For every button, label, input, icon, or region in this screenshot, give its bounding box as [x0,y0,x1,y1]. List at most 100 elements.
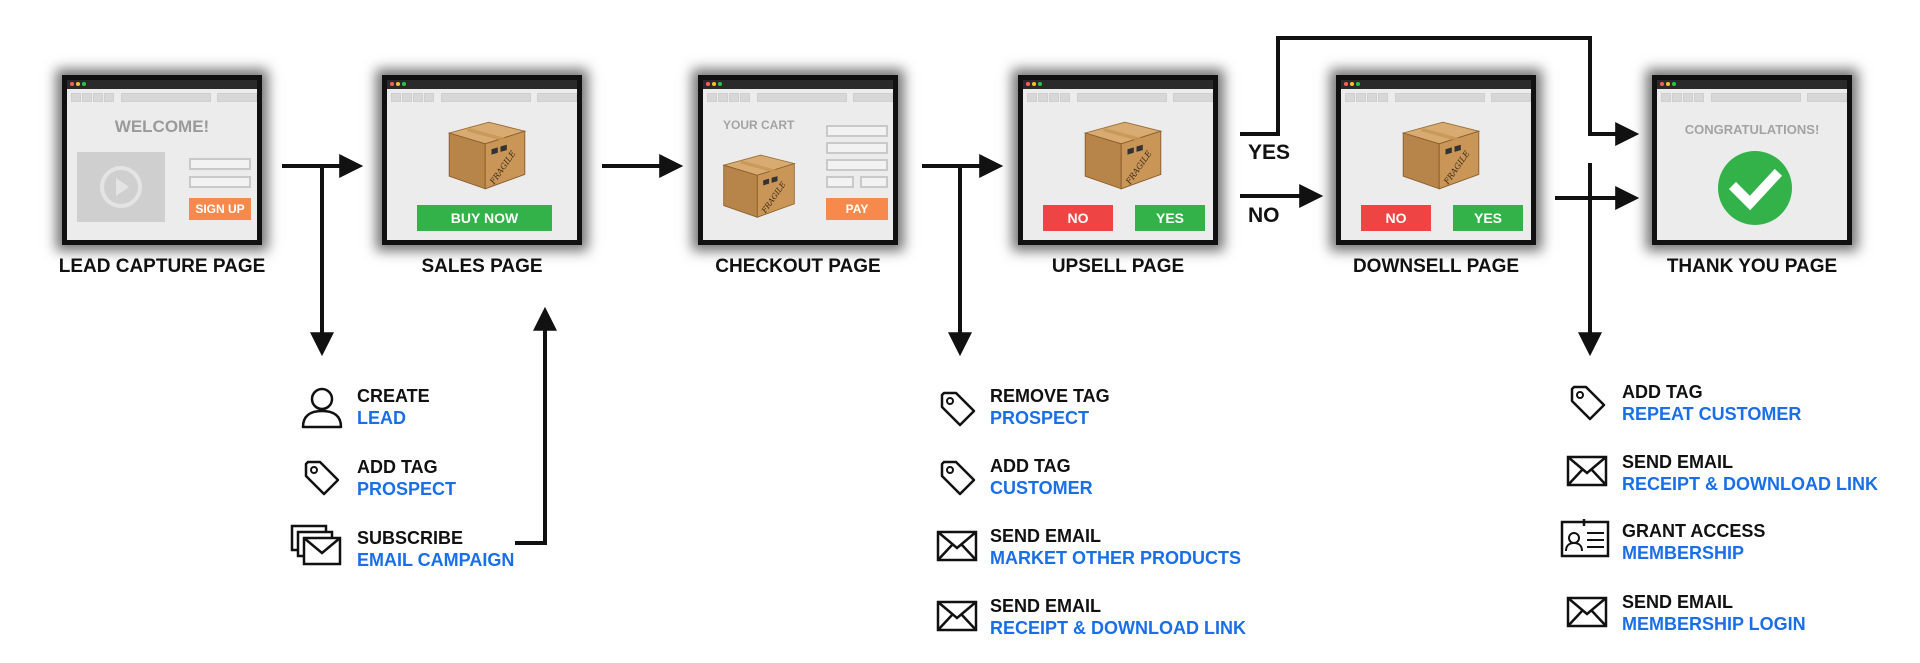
window-dot-red [70,82,74,86]
buy-now-button[interactable]: BUY NOW [417,205,552,231]
product-box-icon: FRAGILE [1083,121,1163,190]
your-cart-heading: YOUR CART [723,118,795,132]
id-card-icon [1560,519,1610,558]
window-dot-yellow [76,82,80,86]
action-title: ADD TAG [1622,382,1703,402]
action-title: SEND EMAIL [1622,592,1734,612]
mail-icon [936,600,978,632]
tag-icon [304,460,340,496]
arrow-upsell-yes-to-thankyou [1240,36,1640,146]
action-title: REMOVE TAG [990,386,1110,406]
browser-bar [67,80,257,89]
action-title: ADD TAG [357,457,438,477]
action-detail: LEAD [357,408,406,428]
lead-capture-page-thumbnail: WELCOME! SIGN UP [62,75,262,245]
cart-field-1[interactable] [826,125,888,137]
checkmark-icon [1718,151,1792,225]
tag-icon [940,391,976,427]
action-send-email-receipt: SEND EMAIL RECEIPT & DOWNLOAD LINK [990,595,1246,639]
arrow-actions-to-sales [515,306,557,545]
browser-bar [387,80,577,89]
mail-icon [936,530,978,562]
browser-toolbar [707,93,893,102]
upsell-page-label: UPSELL PAGE [1051,256,1185,277]
action-title: ADD TAG [990,456,1071,476]
thank-you-page-thumbnail: CONGRATULATIONS! [1652,75,1852,245]
action-create-lead: CREATE LEAD [357,385,430,429]
browser-bar [1023,80,1213,89]
action-detail: REPEAT CUSTOMER [1622,404,1802,424]
cart-field-4b[interactable] [860,176,888,188]
action-send-email-membership-login: SEND EMAIL MEMBERSHIP LOGIN [1622,591,1806,635]
name-field[interactable] [189,158,251,170]
user-icon [301,387,343,429]
action-detail: EMAIL CAMPAIGN [357,550,515,570]
action-detail: MEMBERSHIP LOGIN [1622,614,1806,634]
browser-bar [703,80,893,89]
mail-icon [1566,455,1608,487]
action-detail: MARKET OTHER PRODUCTS [990,548,1241,568]
congratulations-heading: CONGRATULATIONS! [1684,122,1820,137]
product-box-icon: FRAGILE [722,154,796,218]
browser-bar [1657,80,1847,89]
video-placeholder [77,152,165,222]
upsell-page-thumbnail: FRAGILE NO YES [1018,75,1218,245]
window-dot-green [82,82,86,86]
action-title: SEND EMAIL [990,596,1102,616]
action-detail: CUSTOMER [990,478,1093,498]
email-field[interactable] [189,176,251,188]
action-detail: RECEIPT & DOWNLOAD LINK [1622,474,1878,494]
cart-field-4a[interactable] [826,176,854,188]
play-icon [100,166,142,208]
downsell-page-thumbnail: FRAGILE NO YES [1336,75,1536,245]
action-title: SEND EMAIL [1622,452,1734,472]
checkout-page-label: CHECKOUT PAGE [715,256,881,277]
sign-up-button[interactable]: SIGN UP [189,198,251,220]
action-remove-tag-prospect: REMOVE TAG PROSPECT [990,385,1110,429]
browser-toolbar [1345,93,1531,102]
product-box-icon: FRAGILE [1401,121,1481,190]
downsell-page-label: DOWNSELL PAGE [1352,256,1520,277]
mail-icon [1566,596,1608,628]
browser-toolbar [71,93,257,102]
action-add-tag-prospect: ADD TAG PROSPECT [357,456,456,500]
action-title: SEND EMAIL [990,526,1102,546]
checkout-page-thumbnail: YOUR CART FRAGILE PAY [698,75,898,245]
thank-you-page-label: THANK YOU PAGE [1666,256,1838,277]
action-subscribe-email-campaign: SUBSCRIBE EMAIL CAMPAIGN [357,527,514,571]
action-grant-access-membership: GRANT ACCESS MEMBERSHIP [1622,520,1765,564]
action-detail: RECEIPT & DOWNLOAD LINK [990,618,1246,638]
action-detail: MEMBERSHIP [1622,543,1745,563]
action-title: GRANT ACCESS [1622,521,1766,541]
yes-label: YES [1248,141,1291,164]
pay-button[interactable]: PAY [826,198,888,220]
stacked-mail-icon [290,524,342,566]
cart-field-2[interactable] [826,142,888,154]
sales-page-thumbnail: FRAGILE BUY NOW [382,75,582,245]
action-detail: PROSPECT [357,479,457,499]
downsell-no-button[interactable]: NO [1361,205,1431,231]
action-title: SUBSCRIBE [357,528,464,548]
action-add-tag-customer: ADD TAG CUSTOMER [990,455,1093,499]
action-title: CREATE [357,386,430,406]
browser-toolbar [391,93,577,102]
welcome-heading: WELCOME! [114,117,210,136]
action-detail: PROSPECT [990,408,1090,428]
downsell-yes-button[interactable]: YES [1453,205,1523,231]
upsell-no-button[interactable]: NO [1043,205,1113,231]
browser-toolbar [1661,93,1847,102]
tag-icon [1570,385,1606,421]
sales-page-label: SALES PAGE [421,256,543,277]
upsell-yes-button[interactable]: YES [1135,205,1205,231]
action-send-email-receipt: SEND EMAIL RECEIPT & DOWNLOAD LINK [1622,451,1878,495]
action-add-tag-repeat-customer: ADD TAG REPEAT CUSTOMER [1622,381,1801,425]
browser-toolbar [1027,93,1213,102]
no-label: NO [1248,204,1280,227]
action-send-email-market: SEND EMAIL MARKET OTHER PRODUCTS [990,525,1241,569]
cart-field-3[interactable] [826,159,888,171]
tag-icon [940,460,976,496]
product-box-icon: FRAGILE [447,121,527,190]
lead-capture-page-label: LEAD CAPTURE PAGE [58,256,266,277]
